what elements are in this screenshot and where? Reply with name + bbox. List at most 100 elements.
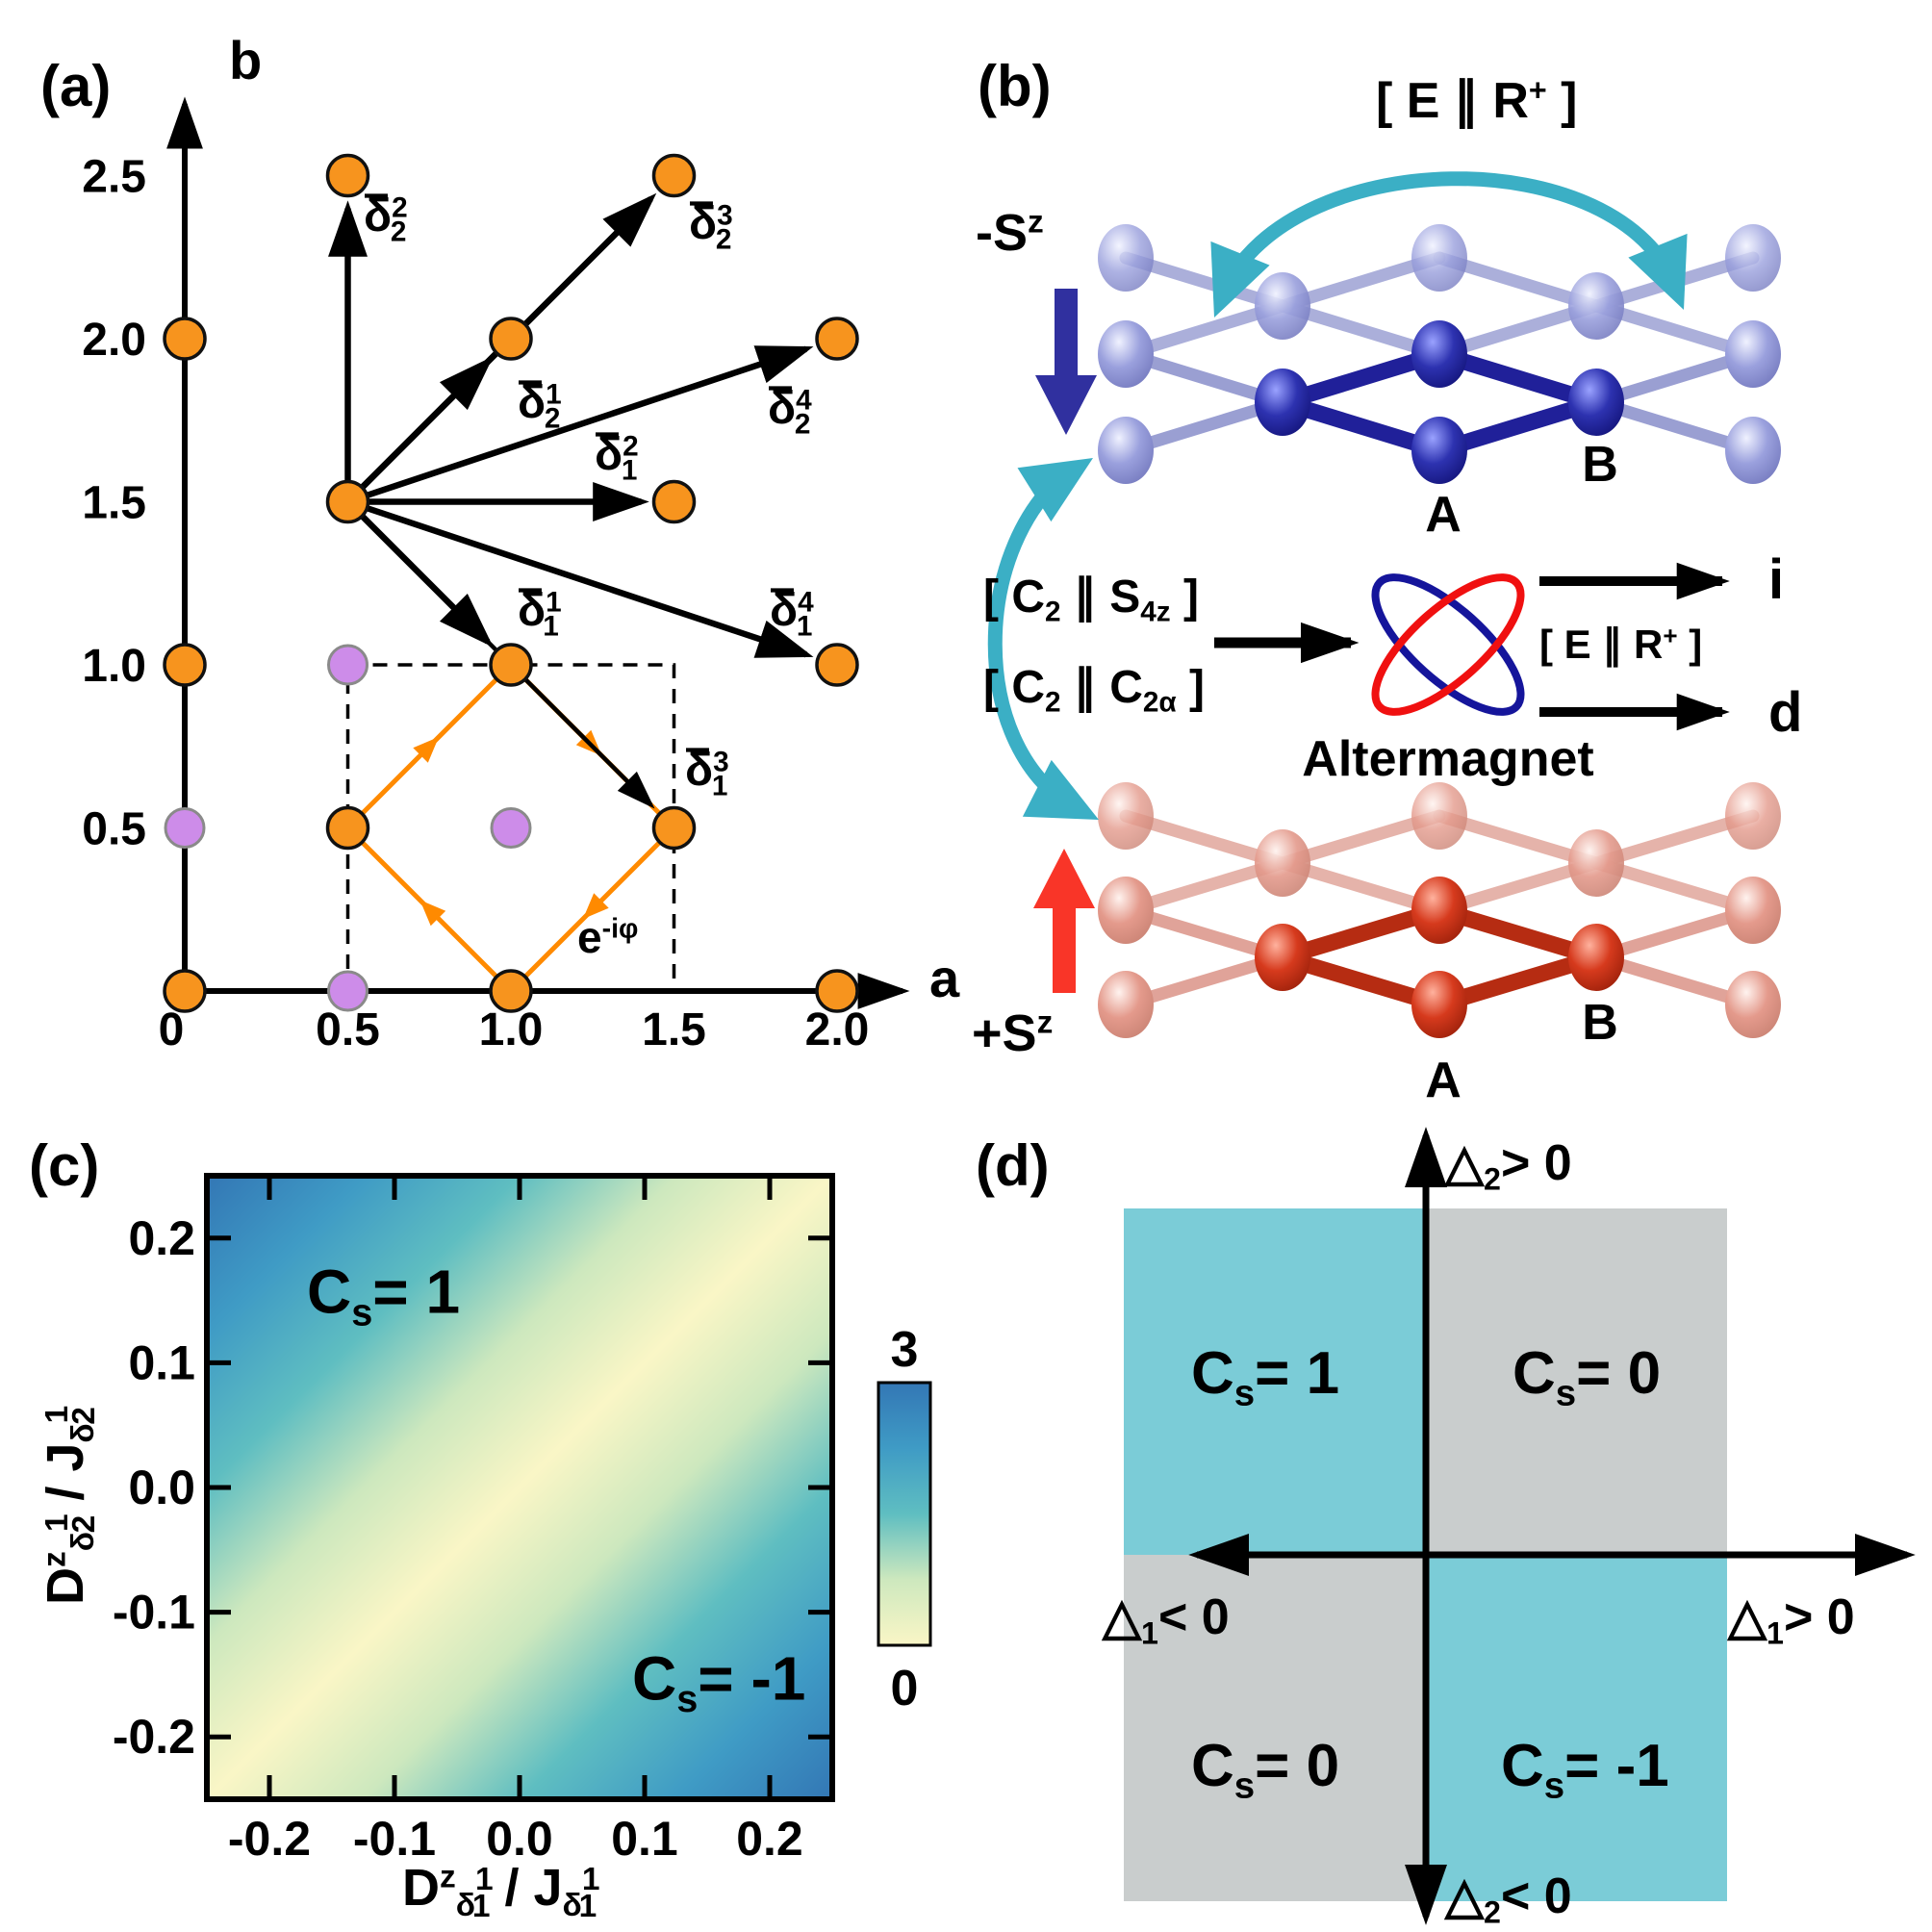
x-tick-label: 1.0 [479, 1004, 544, 1055]
top-symmetry-label: [ E ∥ R+ ] [1376, 72, 1578, 129]
site-orange [489, 643, 533, 687]
y-tick-label: 2.0 [82, 315, 146, 366]
link-head-bottom [1022, 759, 1099, 820]
a-axis-label: a [929, 948, 960, 1008]
axis-label-delta1-neg: △1< 0 [1101, 1589, 1230, 1650]
x-tick-label: 0.1 [611, 1812, 678, 1866]
top-symmetry-arc [1212, 171, 1686, 303]
quadrant-bottom-right [1426, 1555, 1727, 1901]
c2-s4z-label: [ C2 ∥ S4z ] [983, 572, 1199, 628]
site-orange [815, 643, 859, 687]
x-tick-label: 2.0 [805, 1004, 870, 1055]
sphere-light [1725, 320, 1781, 388]
y-tick-label: 2.5 [82, 152, 146, 203]
sphere-dark [1411, 320, 1467, 388]
colorbar-min-label: 0 [891, 1661, 919, 1716]
sphere-light [1725, 782, 1781, 850]
y-tick-label: 0.1 [128, 1335, 195, 1389]
cs-minus-one: Cs= -1 [632, 1643, 805, 1720]
x-tick-label: 0 [159, 1004, 185, 1055]
quadrant-top-right [1426, 1208, 1727, 1555]
label-B-blue: B [1582, 437, 1618, 493]
site-purple [164, 807, 206, 849]
altermagnet-label: Altermagnet [1302, 731, 1593, 787]
site-orange [325, 805, 370, 851]
site-orange [163, 643, 207, 687]
sphere-light [1098, 877, 1154, 944]
site-purple [490, 807, 532, 849]
phase-label: e-iφ [577, 912, 638, 962]
axis-label-delta1-pos: △1> 0 [1726, 1589, 1855, 1650]
x-tick-label: 0.2 [736, 1812, 803, 1866]
site-orange [815, 317, 859, 361]
x-tick-label: -0.2 [228, 1812, 311, 1866]
y-tick-label: -0.1 [113, 1586, 195, 1640]
spin-down-arrowhead [1035, 375, 1097, 435]
sphere-light [1255, 829, 1310, 897]
arc-head-right [1628, 233, 1688, 310]
y-tick-label: 0.2 [128, 1211, 195, 1265]
mid-symmetry-label: [ E ∥ R+ ] [1539, 622, 1702, 668]
colorbar-max-label: 3 [891, 1322, 919, 1378]
quadrant-label-top-left: Cs= 1 [1191, 1340, 1339, 1413]
quadrant-bottom-left [1124, 1555, 1426, 1901]
y-tick-label: 0.5 [82, 804, 146, 855]
sphere-light [1725, 224, 1781, 292]
loop-arrowhead [413, 736, 440, 763]
loop-arrowhead [582, 893, 609, 920]
quadrant-label-bottom-right: Cs= -1 [1501, 1733, 1669, 1806]
arc-head-left [1210, 241, 1270, 318]
x-tick-label: 0.0 [486, 1812, 553, 1866]
y-axis-label: Dzδ12 / Jδ12 [37, 1406, 102, 1605]
sphere-dark [1568, 924, 1624, 991]
y-tick-label: 1.5 [82, 478, 146, 529]
site-orange [651, 805, 697, 851]
delta1-4-arrow [352, 500, 814, 658]
x-tick-label: 0.5 [316, 1004, 380, 1055]
sphere-light [1098, 782, 1154, 850]
sphere-light [1098, 971, 1154, 1038]
sphere-dark [1411, 417, 1467, 484]
label-B-red: B [1582, 995, 1618, 1051]
site-orange [489, 969, 533, 1013]
sphere-light [1725, 417, 1781, 484]
link-head-top [1017, 458, 1093, 522]
c2-c2a-label: [ C2 ∥ C2α ] [983, 662, 1205, 719]
sphere-dark [1568, 369, 1624, 436]
y-tick-label: 1.0 [82, 641, 146, 692]
site-orange [163, 317, 207, 361]
layer-link-arc [987, 461, 1083, 817]
panel-a-tag: (a) [40, 54, 112, 118]
heatmap-frame [204, 1173, 835, 1802]
label-d: d [1768, 681, 1802, 744]
site-orange [325, 153, 370, 198]
quadrant-top-left [1124, 1208, 1426, 1555]
label-A-blue: A [1425, 487, 1462, 543]
sphere-light [1098, 224, 1154, 292]
lattice-spin-up [1098, 782, 1781, 1038]
site-purple [327, 970, 369, 1012]
sphere-light [1255, 272, 1310, 340]
x-tick-label: 1.5 [642, 1004, 706, 1055]
sphere-light [1098, 320, 1154, 388]
label-i: i [1768, 548, 1784, 611]
site-orange [163, 969, 207, 1013]
emblem-ellipse-red [1371, 573, 1525, 716]
sphere-light [1725, 877, 1781, 944]
site-orange [325, 479, 370, 524]
y-tick-label: -0.2 [113, 1710, 195, 1764]
sphere-light [1411, 224, 1467, 292]
minus-sz-label: -Sz [976, 204, 1044, 262]
panel-b-tag: (b) [978, 54, 1052, 118]
